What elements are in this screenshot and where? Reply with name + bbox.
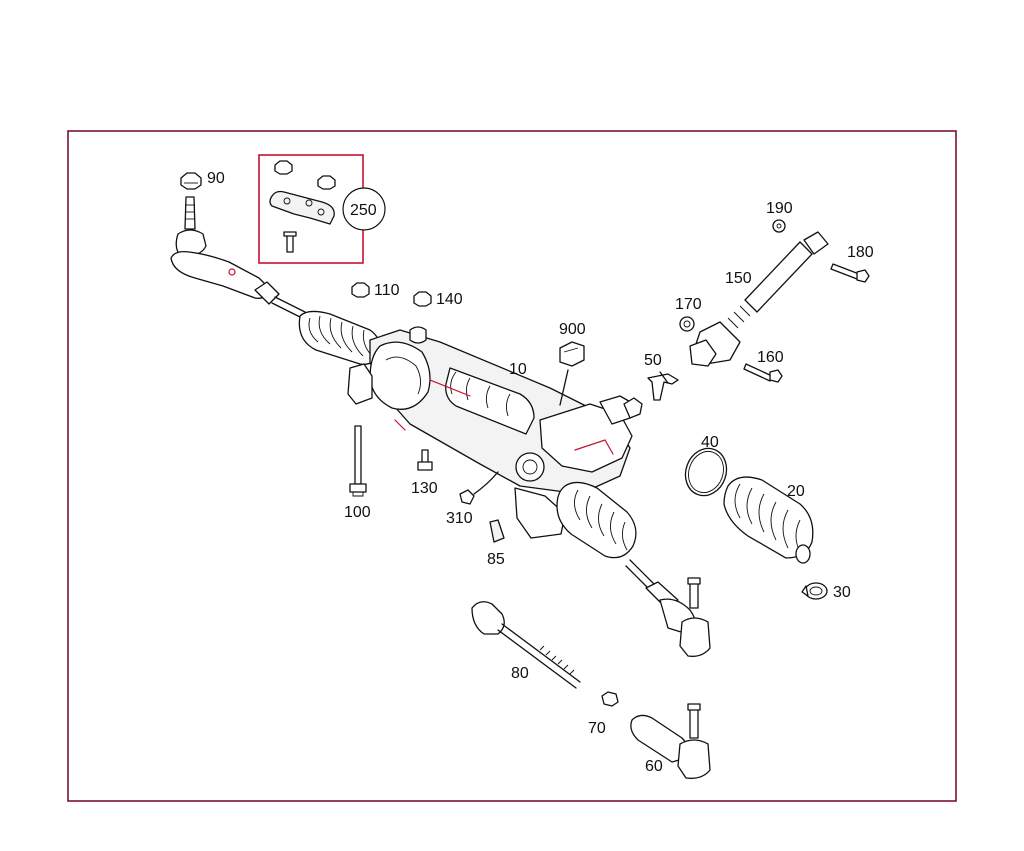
part-250-bracket-kit — [258, 154, 386, 264]
callout-180: 180 — [847, 244, 874, 261]
callout-10: 10 — [509, 361, 527, 378]
callout-250: 250 — [350, 202, 377, 219]
part-50-clip — [647, 371, 679, 401]
callout-70: 70 — [588, 720, 606, 737]
part-130-bolt — [417, 449, 433, 471]
part-90-tie-rod-end-left — [170, 172, 306, 319]
callout-150: 150 — [725, 270, 752, 287]
callout-40: 40 — [701, 434, 719, 451]
callout-160: 160 — [757, 349, 784, 366]
callout-85: 85 — [487, 551, 505, 568]
tie-rod-end-right-upper — [645, 577, 711, 657]
part-180-bolt — [830, 263, 870, 283]
part-70-nut — [601, 691, 619, 707]
part-110-nut — [351, 282, 370, 298]
part-170-washer — [679, 316, 695, 332]
part-140-nut — [413, 291, 432, 307]
part-80-inner-tie-rod — [471, 601, 581, 689]
part-160-bolt — [743, 363, 783, 383]
callout-100: 100 — [344, 504, 371, 521]
part-150-intermediate-shaft — [689, 231, 829, 367]
part-100-bolt — [349, 425, 367, 497]
callout-130: 130 — [411, 480, 438, 497]
part-190-washer — [772, 219, 786, 233]
callout-140: 140 — [436, 291, 463, 308]
part-30-clamp — [801, 582, 828, 600]
callout-60: 60 — [645, 758, 663, 775]
callout-900: 900 — [559, 321, 586, 338]
callout-20: 20 — [787, 483, 805, 500]
part-10-steering-rack-housing — [298, 310, 661, 597]
part-900-connector — [559, 341, 585, 406]
part-20-bellows — [723, 476, 814, 564]
callout-110: 110 — [374, 282, 400, 299]
callout-190: 190 — [766, 200, 793, 217]
callout-labels: 90 250 110 140 190 180 150 170 900 10 50… — [207, 170, 874, 775]
callout-50: 50 — [644, 352, 662, 369]
callout-310: 310 — [446, 510, 473, 527]
part-310-screw — [459, 471, 499, 505]
callout-80: 80 — [511, 665, 529, 682]
part-60-tie-rod-end — [630, 703, 711, 779]
part-40-clamp-ring — [684, 447, 728, 497]
callout-170: 170 — [675, 296, 702, 313]
callout-90: 90 — [207, 170, 225, 187]
part-85-wedge — [489, 519, 505, 543]
callout-30: 30 — [833, 584, 851, 601]
diagram-frame — [67, 130, 957, 802]
